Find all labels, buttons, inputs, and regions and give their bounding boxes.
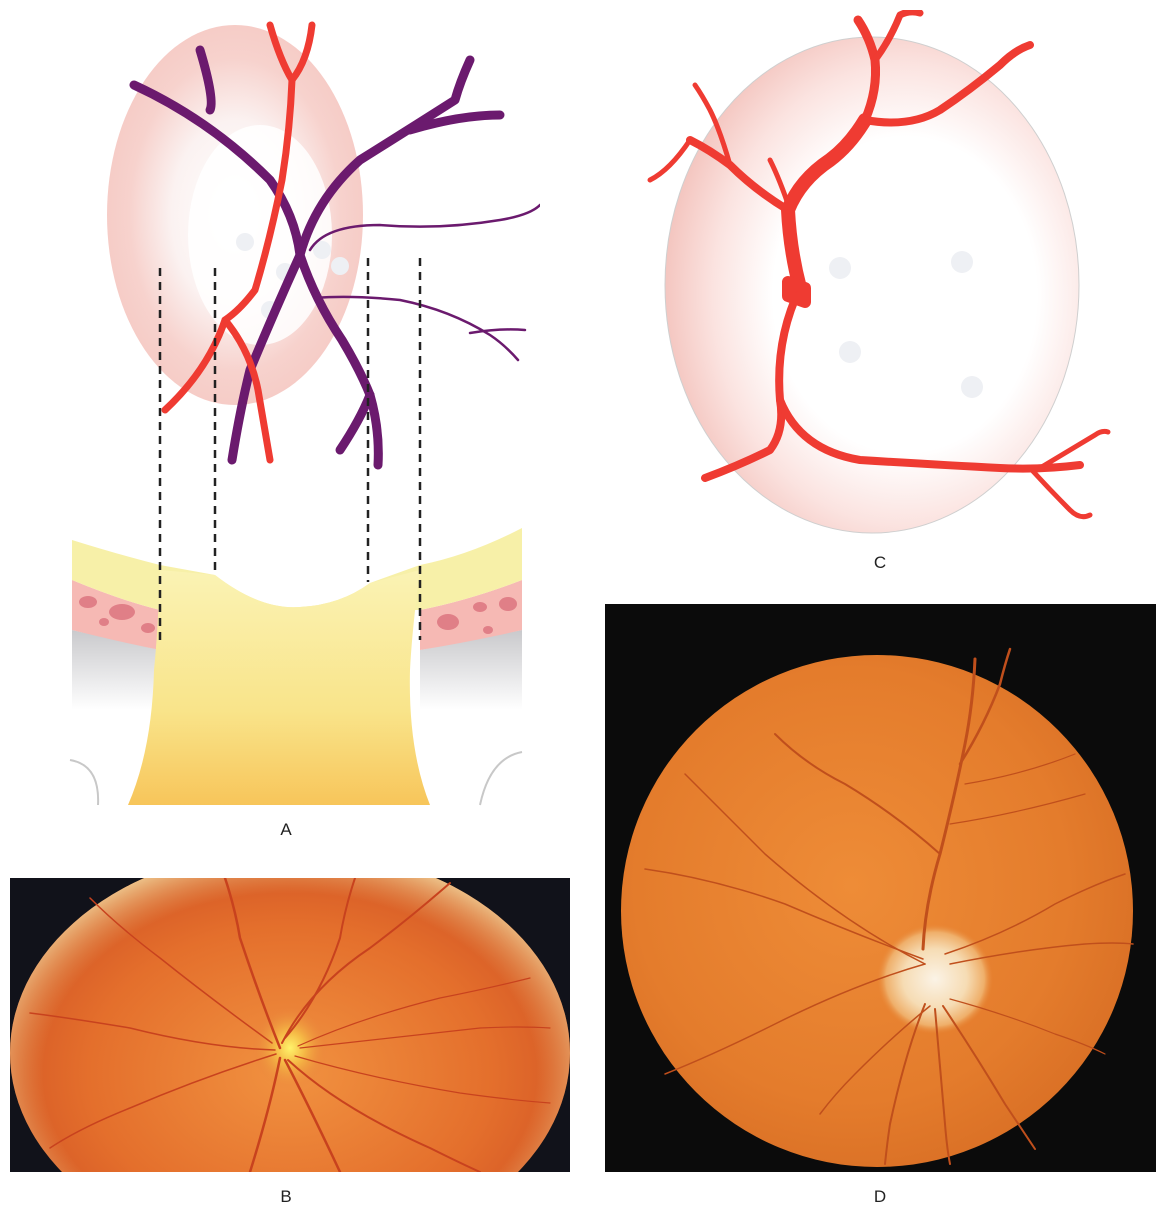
choroid-vessel: [499, 597, 517, 611]
lamina-pore: [236, 233, 254, 251]
sclera-curve-left: [70, 760, 98, 805]
panel-c-diagram: [640, 10, 1120, 540]
choroid-vessel: [141, 623, 155, 633]
panel-a-svg: [60, 10, 540, 810]
panel-d-svg: [605, 604, 1156, 1172]
optic-nerve: [128, 570, 430, 805]
choroid-vessel: [437, 614, 459, 630]
lamina-pore: [961, 376, 983, 398]
choroid-vessel: [109, 604, 135, 620]
choroid-vessel: [483, 626, 493, 634]
choroid-vessel: [473, 602, 487, 612]
panel-label-b: B: [266, 1187, 306, 1207]
panel-b-svg: [10, 878, 570, 1172]
lamina-pore: [839, 341, 861, 363]
panel-label-a: A: [266, 820, 306, 840]
optic-disc-b: [252, 1006, 328, 1090]
choroid-vessel: [79, 596, 97, 608]
choroid-vessel: [99, 618, 109, 626]
panel-a-diagram: [60, 10, 540, 810]
sclera-curve-right: [480, 752, 522, 805]
lamina-pore: [829, 257, 851, 279]
panel-c-svg: [640, 10, 1120, 540]
lamina-pore: [951, 251, 973, 273]
panel-label-d: D: [860, 1187, 900, 1207]
lamina-pore: [331, 257, 349, 275]
fundus-field-d: [621, 655, 1133, 1167]
panel-b-fundus-photo: [10, 878, 570, 1172]
panel-d-fundus-photo: [605, 604, 1156, 1172]
panel-label-c: C: [860, 553, 900, 573]
retina-layer: [72, 528, 522, 610]
